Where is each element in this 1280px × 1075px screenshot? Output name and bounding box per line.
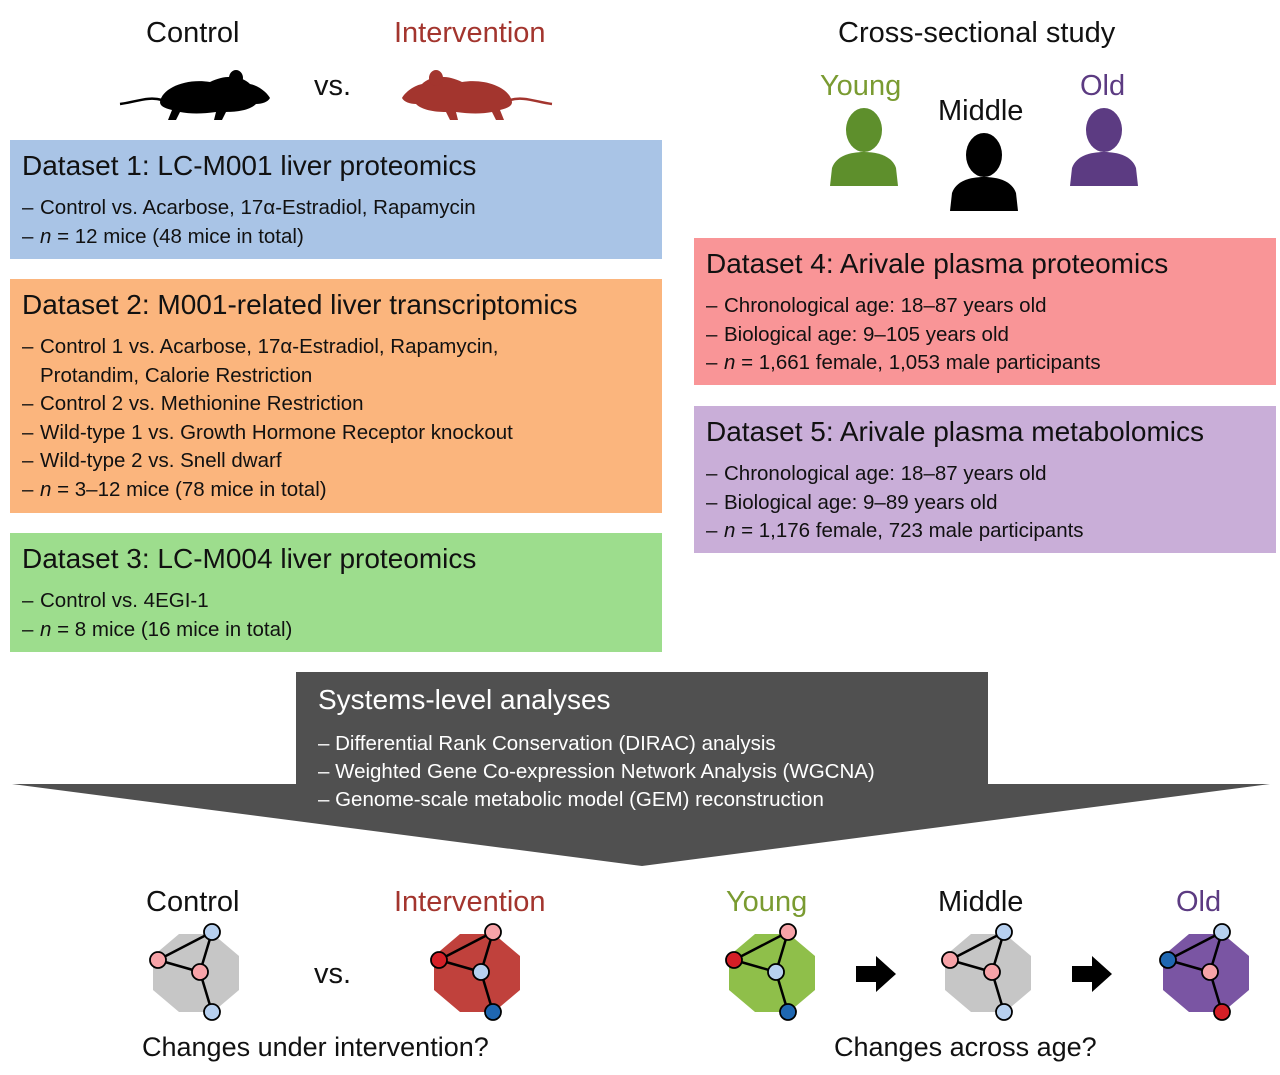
dataset-2-box: Dataset 2: M001-related liver transcript… [10,279,662,513]
systems-list: – Differential Rank Conservation (DIRAC)… [318,730,875,814]
dataset-5-box: Dataset 5: Arivale plasma metabolomics –… [694,406,1276,553]
bottom-young-label: Young [726,886,808,918]
middle-person-icon [950,133,1018,211]
dataset-1-title: Dataset 1: LC-M001 liver proteomics [22,150,477,181]
right-arrow-icon [856,956,896,992]
right-arrow-icon [1072,956,1112,992]
top-old-label: Old [1080,70,1126,102]
dataset-1-n: –n = 12 mice (48 mice in total) [22,224,304,248]
systems-title: Systems-level analyses [318,684,611,715]
dataset-3-box: Dataset 3: LC-M004 liver proteomics –Con… [10,533,662,652]
control-network-icon [149,923,239,1021]
dataset-5-line: –Chronological age: 18–87 years old [706,462,1047,485]
dataset-2-line: –Wild-type 1 vs. Growth Hormone Receptor… [22,420,513,444]
old-network-icon [1159,923,1249,1021]
bottom-intervention-label: Intervention [394,886,546,918]
dataset-3-line: –Control vs. 4EGI-1 [22,589,209,612]
dataset-4-line: –Biological age: 9–105 years old [706,322,1009,346]
dataset-2-n: –n = 3–12 mice (78 mice in total) [22,477,327,501]
question-age: Changes across age? [834,1032,1097,1062]
top-young-label: Young [820,70,902,102]
dataset-2-line: –Control 1 vs. Acarbose, 17α-Estradiol, … [22,335,499,358]
systems-analysis-arrow [12,672,1270,866]
intervention-network-icon [430,923,520,1021]
dataset-4-title: Dataset 4: Arivale plasma proteomics [706,248,1169,279]
dataset-4-n: –n = 1,661 female, 1,053 male participan… [706,351,1101,374]
top-control-label: Control [146,17,240,49]
bottom-middle-label: Middle [938,886,1024,918]
dataset-5-title: Dataset 5: Arivale plasma metabolomics [706,416,1204,447]
dataset-3-title: Dataset 3: LC-M004 liver proteomics [22,543,477,574]
intervention-mouse-icon [402,70,553,120]
dataset-2-line: –Wild-type 2 vs. Snell dwarf [22,449,282,472]
systems-item: – Genome-scale metabolic model (GEM) rec… [318,788,824,811]
dataset-5-line: –Biological age: 9–89 years old [706,490,998,514]
dataset-1-box: Dataset 1: LC-M001 liver proteomics –Con… [10,140,662,259]
cross-sectional-title: Cross-sectional study [838,17,1116,49]
dataset-4-line: –Chronological age: 18–87 years old [706,294,1047,317]
question-intervention: Changes under intervention? [142,1032,489,1062]
top-intervention-label: Intervention [394,17,546,49]
bottom-control-label: Control [146,886,240,918]
young-network-icon [725,923,815,1021]
dataset-5-n: –n = 1,176 female, 723 male participants [706,519,1084,542]
top-vs-label: vs. [314,70,352,102]
bottom-vs-label: vs. [314,958,352,990]
control-mouse-icon [119,70,270,120]
young-person-icon [830,108,898,186]
top-middle-label: Middle [938,95,1024,127]
dataset-4-box: Dataset 4: Arivale plasma proteomics –Ch… [694,238,1276,385]
middle-network-icon [941,923,1031,1021]
dataset-2-line: –Control 2 vs. Methionine Restriction [22,392,364,415]
bottom-old-label: Old [1176,886,1222,918]
systems-item: – Differential Rank Conservation (DIRAC)… [318,732,776,755]
dataset-2-line: Protandim, Calorie Restriction [40,363,313,387]
dataset-3-n: –n = 8 mice (16 mice in total) [22,617,293,641]
systems-item: – Weighted Gene Co-expression Network An… [318,760,875,783]
old-person-icon [1070,108,1138,186]
dataset-2-title: Dataset 2: M001-related liver transcript… [22,289,578,320]
dataset-1-line: –Control vs. Acarbose, 17α-Estradiol, Ra… [22,196,476,219]
